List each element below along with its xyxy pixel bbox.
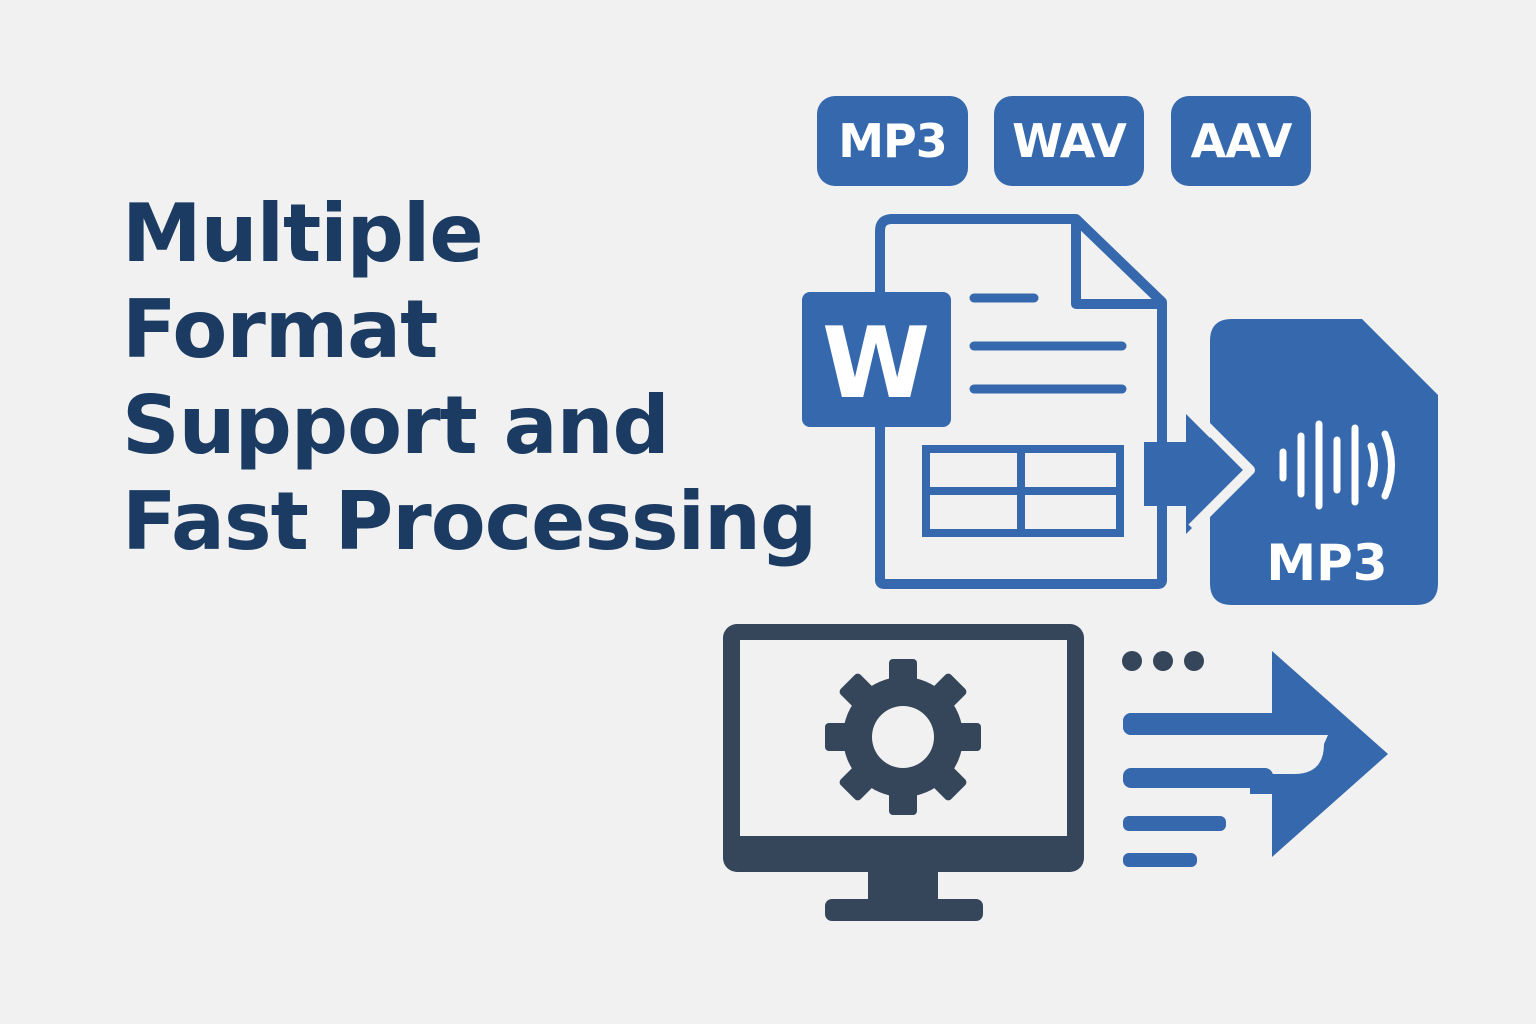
format-badge-wav: WAV bbox=[994, 96, 1144, 186]
ellipsis-icon bbox=[1122, 651, 1204, 671]
audio-file-icon: MP3 bbox=[1188, 319, 1438, 605]
format-badge-aav: AAV bbox=[1171, 96, 1311, 186]
word-letter: W bbox=[822, 307, 930, 421]
sound-wave-icon bbox=[1279, 420, 1395, 510]
document-text-lines bbox=[969, 293, 1127, 394]
format-badge-mp3: MP3 bbox=[817, 96, 968, 186]
title-line-1: Multiple bbox=[122, 187, 484, 280]
speed-arrow-icon bbox=[1123, 651, 1388, 867]
document-table bbox=[922, 445, 1124, 537]
word-document-icon: W bbox=[802, 292, 951, 427]
arrow-right-icon bbox=[1144, 414, 1246, 534]
title-line-4: Fast Processing bbox=[122, 475, 817, 568]
title-line-3: Support and bbox=[122, 379, 670, 472]
gear-icon bbox=[825, 659, 981, 815]
audio-file-label: MP3 bbox=[1266, 534, 1387, 592]
title-line-2: Format bbox=[122, 283, 438, 376]
page-title: Multiple Format Support and Fast Process… bbox=[122, 186, 817, 570]
